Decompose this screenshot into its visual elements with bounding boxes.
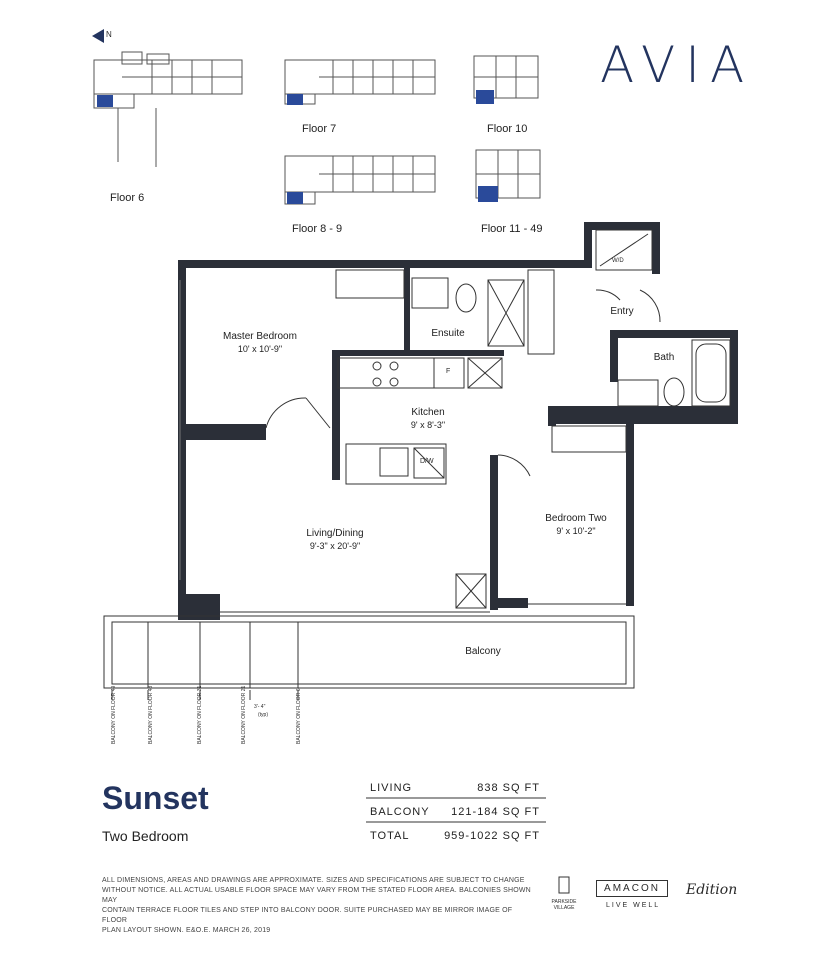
north-arrow-icon [92,29,104,43]
room-name: Balcony [465,646,501,657]
area-label: LIVING [370,782,413,794]
parkside-logo: PARKSIDE VILLAGE [548,876,580,911]
balcony-note: BALCONY ON FLOOR 43 [148,685,154,744]
amacon-label: AMACON [604,883,660,894]
room-bedroom-two: Bedroom Two 9' x 10'-2" [524,512,628,538]
area-row: BALCONY 121-184 SQ FT [370,806,540,818]
room-master-bedroom: Master Bedroom 10' x 10'-9" [200,330,320,356]
balcony-dimension-note: (typ) [258,712,268,718]
amacon-tagline: LIVE WELL [606,902,661,909]
key-plan-floor-10 [473,55,539,104]
room-ensuite: Ensuite [420,327,476,340]
key-plan-label: Floor 8 - 9 [292,223,343,235]
balcony-note: BALCONY ON FLOOR 49 [111,685,117,744]
balcony-note: BALCONY ON FLOOR 21 [241,685,247,744]
disclaimer-line: ALL DIMENSIONS, AREAS AND DRAWINGS ARE A… [102,877,525,884]
room-dimensions: 9' x 8'-3" [410,420,446,430]
key-plan-floor-6 [93,51,243,167]
key-plan-floor-11-49 [475,149,541,202]
room-name: Entry [610,306,634,317]
room-name: Kitchen [411,407,445,418]
room-name: Ensuite [431,328,465,339]
key-plan-label: Floor 7 [302,123,337,135]
room-name: Bath [653,352,675,363]
disclaimer-line: PLAN LAYOUT SHOWN. E&O.E. MARCH 26, 2019 [102,927,271,934]
room-dimensions: 9'-3" x 20'-9" [309,541,361,551]
disclaimer: ALL DIMENSIONS, AREAS AND DRAWINGS ARE A… [102,876,532,936]
amacon-logo: AMACON [596,880,668,897]
room-living-dining: Living/Dining 9'-3" x 20'-9" [270,527,400,553]
north-label: N [106,30,112,39]
room-entry: Entry [600,305,644,318]
disclaimer-line: WITHOUT NOTICE. ALL ACTUAL USABLE FLOOR … [102,887,531,904]
key-plan-label: Floor 10 [487,123,528,135]
dishwasher-label: D/W [420,458,434,465]
disclaimer-line: CONTAIN TERRACE FLOOR TILES AND STEP INT… [102,907,513,924]
area-value: 121-184 SQ FT [451,806,540,818]
key-plan-floor-8-9 [284,155,436,205]
room-name: Bedroom Two [545,513,607,524]
room-kitchen: Kitchen 9' x 8'-3" [380,406,476,432]
key-plan-label: Floor 6 [110,192,145,204]
balcony-dimension: 3'- 4" [254,704,266,710]
key-plan-floor-7 [284,59,436,105]
area-label: TOTAL [370,830,410,842]
washer-dryer-label: W/D [612,258,624,264]
suite-type: Two Bedroom [102,828,189,844]
area-row: LIVING 838 SQ FT [370,782,540,794]
room-name: Living/Dining [306,528,364,539]
brand-logo: AVIA [600,36,755,94]
balcony-note: BALCONY ON FLOOR 31 [197,685,203,744]
parkside-label: PARKSIDE VILLAGE [551,899,577,911]
partner-logo: Edition [686,882,738,898]
room-balcony: Balcony [448,645,518,658]
room-dimensions: 10' x 10'-9" [237,344,283,354]
area-value: 959-1022 SQ FT [444,830,540,842]
room-bath: Bath [644,351,684,364]
parkside-emblem-icon [558,876,570,894]
fridge-label: F [446,368,451,375]
area-value: 838 SQ FT [477,782,540,794]
key-plan-label: Floor 11 - 49 [481,223,543,235]
area-label: BALCONY [370,806,430,818]
room-dimensions: 9' x 10'-2" [556,526,596,536]
area-row: TOTAL 959-1022 SQ FT [370,830,540,842]
suite-name: Sunset [102,780,209,816]
balcony-note: BALCONY ON FLOOR 6 [296,688,302,744]
room-name: Master Bedroom [223,331,297,342]
north-marker: N [92,28,122,46]
